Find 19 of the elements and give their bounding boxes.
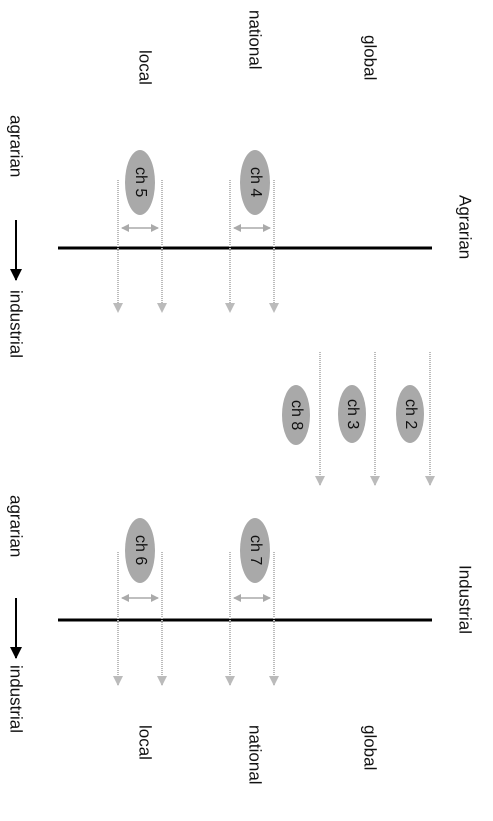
scale-label: local	[136, 50, 154, 85]
chapter-ellipse: ch 2	[396, 385, 424, 443]
axis-label: industrial	[8, 290, 24, 358]
axis-label: agrarian	[8, 495, 24, 558]
chapter-ellipse: ch 6	[125, 518, 155, 583]
axis-label: industrial	[8, 665, 24, 734]
chapter-ellipse: ch 7	[240, 518, 270, 583]
scale-label: local	[136, 725, 154, 760]
column-heading: Industrial	[456, 565, 474, 634]
column-heading: Agrarian	[456, 195, 474, 260]
chapter-ellipse: ch 4	[240, 150, 270, 215]
scale-label: national	[246, 725, 264, 785]
scale-label: national	[246, 10, 264, 70]
chapter-ellipse: ch 5	[125, 150, 155, 215]
axis-label: agrarian	[8, 115, 24, 178]
scale-label: global	[362, 35, 378, 80]
scale-label: global	[362, 725, 378, 770]
chapter-ellipse: ch 3	[338, 385, 366, 443]
chapter-ellipse: ch 8	[282, 385, 310, 445]
